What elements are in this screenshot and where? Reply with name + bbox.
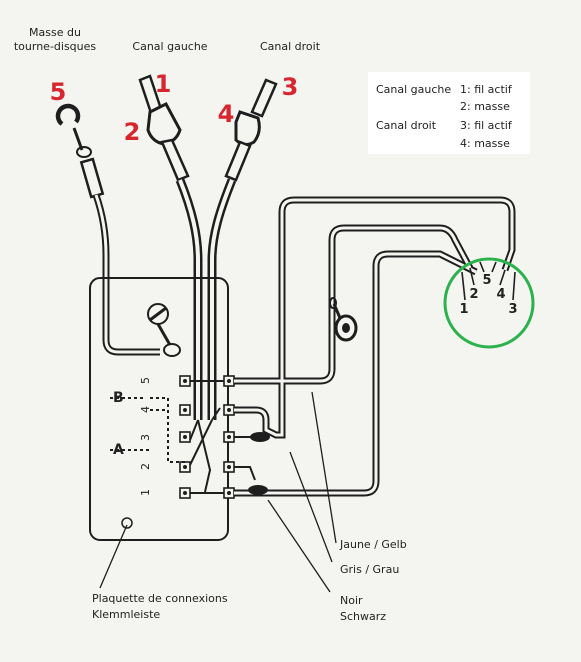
ground-title-line2: tourne-disques: [14, 40, 97, 53]
marker-4: 4: [218, 100, 235, 128]
dashed-bridges: [110, 397, 185, 463]
ground-title-line1: Masse du: [29, 26, 81, 39]
left-channel-label: Canal gauche: [132, 40, 207, 53]
channel-cables: [175, 178, 237, 420]
marker-2: 2: [124, 118, 141, 146]
legend-row2: 2: masse: [460, 100, 510, 113]
din-pin-2: 2: [469, 287, 478, 302]
terminal-num-2: 2: [139, 463, 152, 470]
legend-left-label: Canal gauche: [376, 83, 451, 96]
din-pin-1: 1: [459, 302, 468, 317]
left-channel-plug: [138, 74, 190, 182]
label-A: A: [113, 442, 124, 458]
ground-lug-terminal: [163, 343, 181, 357]
gray-wire-label: Gris / Grau: [340, 563, 399, 576]
legend-row3: 3: fil actif: [460, 119, 513, 132]
din-pin-5: 5: [482, 273, 491, 288]
label-B: B: [113, 390, 124, 406]
din-pin-4: 4: [496, 287, 505, 302]
right-channel-label: Canal droit: [260, 40, 321, 53]
cable-ground-connector: [329, 297, 358, 342]
yellow-wire-label: Jaune / Gelb: [339, 538, 407, 551]
ground-lug: [55, 103, 105, 199]
din-plug: 2 5 4 1 3: [459, 261, 518, 317]
internal-strands: [189, 380, 224, 494]
legend-right-label: Canal droit: [376, 119, 437, 132]
terminal-num-1: 1: [139, 489, 152, 496]
output-cables-inner: [234, 198, 514, 495]
marker-1: 1: [155, 70, 172, 98]
marker-5: 5: [50, 78, 67, 106]
board-label-line2: Klemmleiste: [92, 608, 160, 621]
legend-row1: 1: fil actif: [460, 83, 513, 96]
terminal-num-5: 5: [139, 377, 152, 384]
board-hole: [121, 517, 133, 529]
board-label-line1: Plaquette de connexions: [92, 592, 228, 605]
legend-row4: 4: masse: [460, 137, 510, 150]
din-pin-3: 3: [508, 302, 517, 317]
board-screw: [147, 303, 172, 346]
right-channel-plug: [224, 78, 278, 182]
terminal-num-4: 4: [139, 406, 152, 413]
marker-3: 3: [282, 73, 299, 101]
output-cables: [234, 196, 516, 497]
legend-box: Canal gauche 1: fil actif 2: masse Canal…: [368, 72, 530, 154]
leader-lines: [99, 391, 337, 593]
terminal-num-3: 3: [139, 434, 152, 441]
black-wire-label-line2: Schwarz: [340, 610, 386, 623]
black-wire-label-line1: Noir: [340, 594, 363, 607]
cable-collars: [248, 432, 270, 495]
ground-cable-inner: [94, 194, 160, 354]
highlight-circle: [443, 257, 535, 349]
